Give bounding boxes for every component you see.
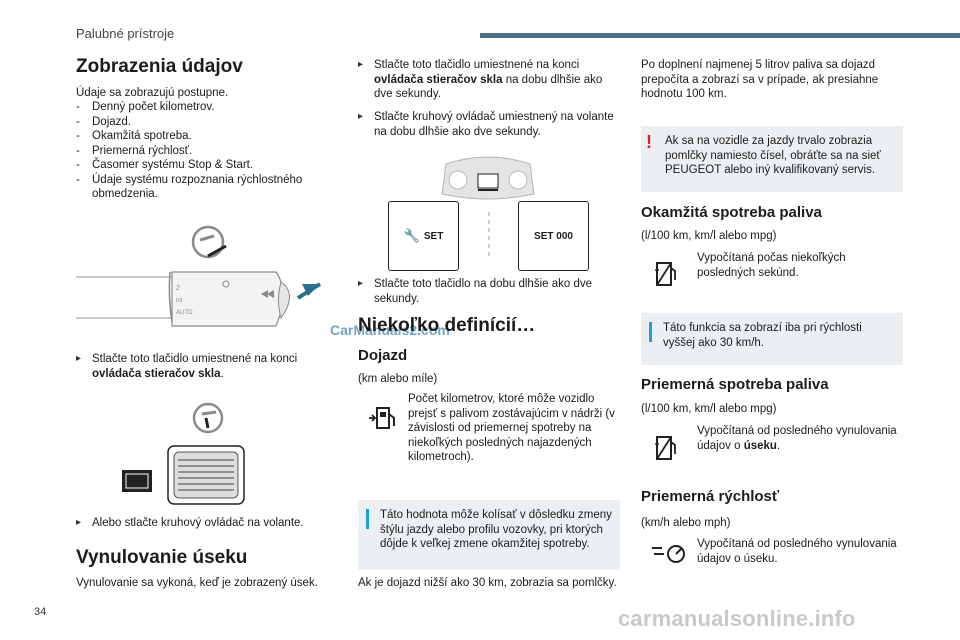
step-steering-dial: ▸ Alebo stlačte kruhový ovládač na volan… <box>76 517 304 529</box>
display-list: -Denný počet kilometrov. -Dojazd. -Okamž… <box>76 100 338 202</box>
set-reset-button[interactable]: SET 000 <box>518 201 589 271</box>
watermark-footer: carmanualsonline.info <box>618 606 856 631</box>
subsection-title-instant: Okamžitá spotreba paliva <box>641 204 822 221</box>
average-consumption-icon <box>655 436 676 460</box>
step-hold-button: ▸ Stlačte toto tlačidlo na dobu dlhšie a… <box>358 278 593 305</box>
info-note-range: Táto hodnota môže kolísať v dôsledku zme… <box>358 500 620 570</box>
info-flag-icon <box>649 322 652 342</box>
header-bar <box>480 33 960 38</box>
range-units: (km alebo míle) <box>358 373 438 385</box>
average-speed-icon <box>652 545 685 563</box>
speed-units: (km/h alebo mph) <box>641 517 731 529</box>
list-item: -Denný počet kilometrov. <box>76 101 215 113</box>
section-title-reset: Vynulovanie úseku <box>76 547 248 568</box>
steering-dial-illustration <box>122 402 245 505</box>
list-item: -Okamžitá spotreba. <box>76 130 192 142</box>
section-title-definitions: Niekoľko definícií… <box>358 315 536 336</box>
average-text: Vypočítaná od posledného vynulovania úda… <box>697 425 897 452</box>
arrow-bullet-icon: ▸ <box>358 111 364 122</box>
instant-text: Vypočítaná počas niekoľkých posledných s… <box>697 252 846 279</box>
svg-text:int: int <box>176 298 183 304</box>
step-reset-steering-dial: ▸ Stlačte kruhový ovládač umiestnený na … <box>358 111 614 138</box>
intro-text: Údaje sa zobrazujú postupne. <box>76 87 229 99</box>
svg-text:2: 2 <box>176 285 180 292</box>
running-header: Palubné prístroje <box>76 26 175 41</box>
refuel-text: Po doplnení najmenej 5 litrov paliva sa … <box>641 59 879 100</box>
watermark-inline: CarManuals2.com <box>330 322 450 338</box>
warning-note: ! Ak sa na vozidle za jazdy trvalo zobra… <box>641 126 903 192</box>
arrow-bullet-icon: ▸ <box>358 278 364 289</box>
fuel-pump-icon <box>369 407 395 429</box>
reset-text: Vynulovanie sa vykoná, keď je zobrazený … <box>76 577 318 589</box>
range-text: Počet kilometrov, ktoré môže vozidlo pre… <box>408 393 615 463</box>
dashboard-set-illustration <box>441 156 535 260</box>
fuel-consumption-icon <box>655 262 676 286</box>
range-low-text: Ak je dojazd nižší ako 30 km, zobrazia s… <box>358 577 617 589</box>
wiper-stalk-illustration: int AUTO 2 <box>76 225 322 327</box>
warning-icon: ! <box>646 132 652 152</box>
info-note-instant: Táto funkcia sa zobrazí iba pri rýchlost… <box>641 313 903 365</box>
step-wiper-button: ▸ Stlačte toto tlačidlo umiestnené na ko… <box>76 353 298 380</box>
svg-text:AUTO: AUTO <box>176 310 193 316</box>
list-item: -Časomer systému Stop & Start. <box>76 159 254 171</box>
arrow-bullet-icon: ▸ <box>76 517 82 528</box>
list-item: -Dojazd. <box>76 115 131 128</box>
page-number: 34 <box>34 606 47 618</box>
arrow-bullet-icon: ▸ <box>76 353 82 364</box>
section-title-display: Zobrazenia údajov <box>76 56 243 77</box>
set-trip-button[interactable]: 🔧 SET <box>388 201 459 271</box>
arrow-bullet-icon: ▸ <box>358 59 364 70</box>
speed-text: Vypočítaná od posledného vynulovania úda… <box>697 538 897 565</box>
instant-units: (l/100 km, km/l alebo mpg) <box>641 230 777 242</box>
subsection-title-range: Dojazd <box>358 347 408 364</box>
list-item: -Priemerná rýchlosť. <box>76 144 193 157</box>
average-units: (l/100 km, km/l alebo mpg) <box>641 403 777 415</box>
info-flag-icon <box>366 509 369 529</box>
wrench-icon: 🔧 <box>403 228 420 243</box>
subsection-title-average: Priemerná spotreba paliva <box>641 376 829 393</box>
step-reset-wiper-button: ▸ Stlačte toto tlačidlo umiestnené na ko… <box>358 59 603 100</box>
list-item: -Údaje systému rozpoznania rýchlostného … <box>76 173 303 201</box>
subsection-title-speed: Priemerná rýchlosť <box>641 488 780 505</box>
